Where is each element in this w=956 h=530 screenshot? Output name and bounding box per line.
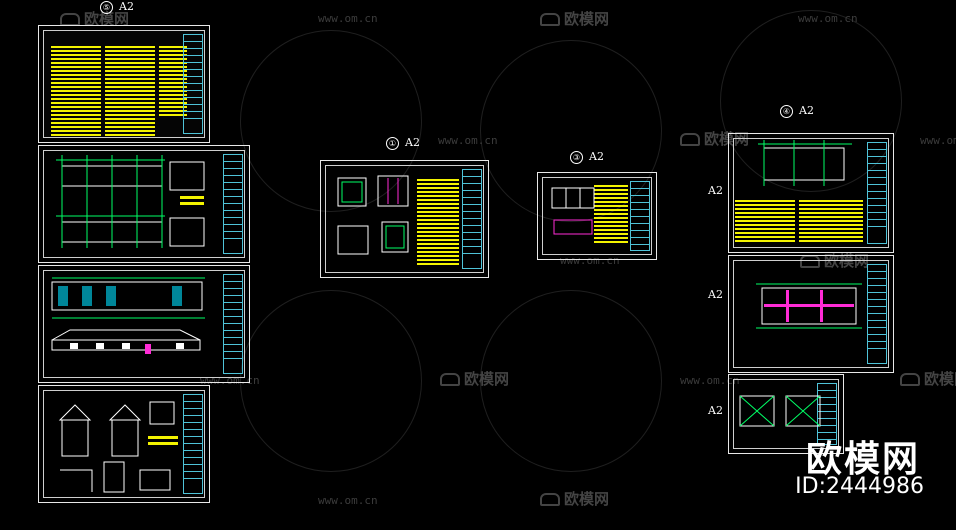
yellow-notes-block xyxy=(417,179,459,265)
drawing-sheet-sections xyxy=(728,374,844,454)
title-block xyxy=(223,274,243,374)
yellow-notes-block xyxy=(735,200,795,244)
watermark-brand: 欧模网 xyxy=(440,368,509,389)
elevation-openings xyxy=(70,343,184,349)
title-block xyxy=(223,154,243,254)
detail-drawings xyxy=(58,401,175,493)
watermark-url: www.om.cn xyxy=(438,134,498,147)
title-block xyxy=(630,181,650,251)
asset-id: ID:2444986 xyxy=(795,474,924,499)
watermark-brand: 欧模网 xyxy=(540,8,609,29)
watermark-url: www.om.cn xyxy=(680,374,740,387)
foundation-section xyxy=(553,219,593,235)
section-details xyxy=(739,395,821,427)
drawing-sheet-elevations xyxy=(38,265,250,383)
watermark-brand: 欧模网 xyxy=(680,128,749,149)
title-block xyxy=(867,142,887,244)
beam-members xyxy=(764,290,854,322)
beam-plan-outline xyxy=(761,287,857,325)
watermark-ring xyxy=(720,10,902,192)
watermark-url: www.om.cn xyxy=(798,12,858,25)
drawing-sheet-beam-plan xyxy=(728,255,894,373)
yellow-notes-block xyxy=(105,46,155,136)
structure-details xyxy=(337,175,409,255)
plan-notes xyxy=(180,196,204,205)
yellow-notes-block xyxy=(799,200,863,244)
brand-name: 欧模网 xyxy=(805,439,920,480)
rebar-lines xyxy=(387,178,399,204)
watermark-brand: 欧模网 xyxy=(800,250,869,271)
drawing-sheet-structure xyxy=(320,160,489,278)
section-hatch xyxy=(739,395,821,427)
title-block xyxy=(817,383,837,445)
watermark-url: www.om.cn xyxy=(318,494,378,507)
yellow-notes-block xyxy=(51,46,101,136)
title-block xyxy=(183,34,203,134)
watermark-url: www.om.cn xyxy=(920,134,956,147)
grid-lines xyxy=(56,155,165,248)
title-block xyxy=(867,264,887,364)
watermark-url: www.om.cn xyxy=(560,254,620,267)
detail-notes xyxy=(148,436,178,445)
drawing-sheet-details xyxy=(38,385,210,503)
sheet-label-right-a2-2: A2 xyxy=(708,288,723,301)
elevation-grid xyxy=(52,277,205,319)
drawing-sheet-plans xyxy=(38,145,250,263)
sheet-label-right-a2-3: A2 xyxy=(708,404,723,417)
drawing-sheet-roof-plan xyxy=(728,133,894,253)
watermark-ring xyxy=(480,290,662,472)
watermark-brand: 欧模网 xyxy=(900,368,956,389)
elevation-windows xyxy=(58,286,182,306)
watermark-brand: 欧模网 xyxy=(540,488,609,509)
roof-plan-drawing xyxy=(763,147,845,181)
elevation-drawing xyxy=(51,281,203,351)
watermark-ring xyxy=(240,290,422,472)
title-block xyxy=(183,394,203,494)
roof-grid xyxy=(758,140,852,186)
elevation-accent xyxy=(145,344,151,354)
watermark-ring xyxy=(480,40,662,222)
drawing-sheet-foundation xyxy=(537,172,657,260)
section-grid xyxy=(341,181,405,249)
sheet-label-right-a2-1: A2 xyxy=(708,184,723,197)
foundation-plan xyxy=(551,187,595,209)
watermark-ring xyxy=(240,30,422,212)
title-block xyxy=(462,169,482,269)
yellow-notes-block xyxy=(159,46,187,116)
beam-grid xyxy=(756,283,862,329)
drawing-sheet-notes xyxy=(38,25,210,143)
watermark-url: www.om.cn xyxy=(318,12,378,25)
yellow-notes-block xyxy=(594,185,628,245)
